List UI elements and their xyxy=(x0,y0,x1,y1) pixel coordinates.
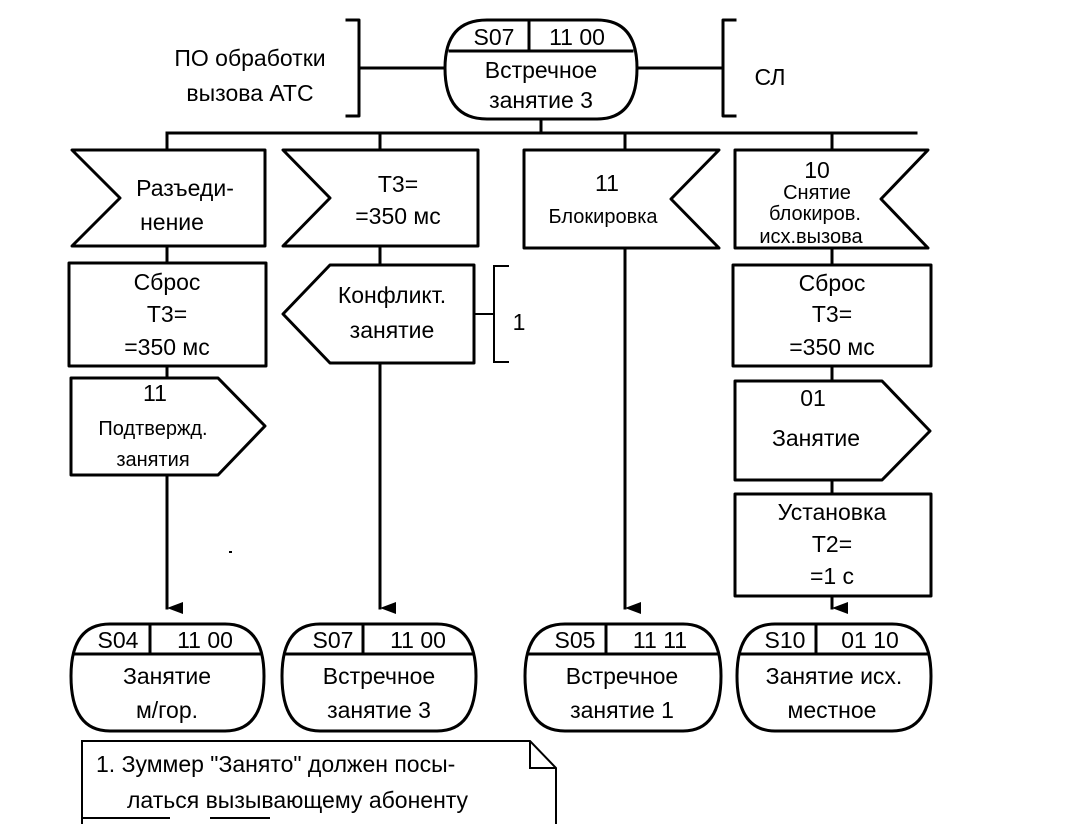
task-reset-t3-2-line-3: =350 мс xyxy=(789,334,875,360)
task-set-t2-line-3: =1 с xyxy=(810,563,854,589)
state-s04[interactable]: S04 11 00 Занятие м/гор. xyxy=(69,622,266,733)
input-unblock-line-1: 10 xyxy=(804,157,830,183)
state-s05-id: S05 xyxy=(555,627,596,653)
input-blocking-line-1: 11 xyxy=(595,170,619,196)
state-s05-code: 11 11 xyxy=(633,627,687,653)
input-timer-line-1: Т3= xyxy=(378,171,418,197)
output-confirm-line-1: 11 xyxy=(143,380,167,406)
branch-3: 11 Блокировка S05 11 11 Встречное заняти… xyxy=(522,148,723,733)
input-disconnect-line-1: Разъеди- xyxy=(136,175,234,201)
branch-bus xyxy=(165,117,918,152)
state-s04-id: S04 xyxy=(98,627,139,653)
input-timer-line-2: =350 мс xyxy=(355,203,441,229)
task-reset-t3-2-line-1: Сброс xyxy=(799,270,866,296)
comment-ref-number: 1 xyxy=(513,309,526,335)
left-process-label-2: вызова АТС xyxy=(186,80,313,106)
state-s04-name-2: м/гор. xyxy=(136,697,198,723)
input-unblock-line-3: блокиров. xyxy=(769,203,861,225)
state-s04-name-1: Занятие xyxy=(123,663,211,689)
output-conflict-seizure[interactable]: Конфликт. занятие xyxy=(281,263,476,365)
output-seizure[interactable]: 01 Занятие xyxy=(733,379,932,482)
state-top-code: 11 00 xyxy=(549,24,605,50)
state-s10-id: S10 xyxy=(765,627,806,653)
input-blocking-line-2: Блокировка xyxy=(548,206,658,228)
task-reset-t3-1-line-3: =350 мс xyxy=(124,334,210,360)
task-set-t2-line-1: Установка xyxy=(778,499,887,525)
state-s10-name-2: местное xyxy=(788,697,877,723)
input-disconnect-line-2: нение xyxy=(140,209,204,235)
input-unblock[interactable]: 10 Снятие блокиров. исх.вызова xyxy=(733,148,930,250)
branch-2: Т3= =350 мс Конфликт. занятие 1 S07 11 0… xyxy=(280,148,526,733)
comment-ref-bracket: 1 xyxy=(474,265,526,363)
output-conflict-line-2: занятие xyxy=(350,317,435,343)
output-confirm-line-3: занятия xyxy=(116,449,189,471)
scan-speck xyxy=(229,551,232,553)
comment-note-line-2: латься вызывающему абоненту xyxy=(127,787,469,813)
output-conflict-line-1: Конфликт. xyxy=(338,282,446,308)
state-s04-code: 11 00 xyxy=(177,627,233,653)
comment-note: 1. Зуммер "Занято" должен посы- латься в… xyxy=(81,740,557,824)
state-s07b-name-1: Встречное xyxy=(323,663,435,689)
input-unblock-line-2: Снятие xyxy=(783,182,851,204)
state-top-name-2: занятие 3 xyxy=(489,87,593,113)
right-process-bracket: СЛ xyxy=(635,18,786,118)
task-set-t2[interactable]: Установка Т2= =1 с xyxy=(733,492,933,598)
input-unblock-line-4: исх.вызова xyxy=(759,226,863,248)
branch-4: 10 Снятие блокиров. исх.вызова Сброс Т3=… xyxy=(731,148,933,733)
state-s07b-code: 11 00 xyxy=(390,627,446,653)
state-top[interactable]: S07 11 00 Встречное занятие 3 xyxy=(443,18,639,121)
state-top-id: S07 xyxy=(474,24,515,50)
output-seizure-line-2: Занятие xyxy=(772,425,860,451)
comment-note-line-1: 1. Зуммер "Занято" должен посы- xyxy=(96,751,455,777)
state-s05-name-1: Встречное xyxy=(566,663,678,689)
input-disconnect[interactable]: Разъеди- нение xyxy=(70,148,267,248)
branch-1: Разъеди- нение Сброс Т3= =350 мс 11 Подт… xyxy=(67,148,268,733)
task-reset-t3-1-line-2: Т3= xyxy=(147,301,187,327)
left-process-label-1: ПО обработки xyxy=(174,45,325,71)
output-confirm-line-2: Подтвержд. xyxy=(98,418,207,440)
output-confirm-seizure[interactable]: 11 Подтвержд. занятия xyxy=(69,376,267,477)
state-s05[interactable]: S05 11 11 Встречное занятие 1 xyxy=(523,622,723,733)
state-s05-name-2: занятие 1 xyxy=(570,697,674,723)
state-s07b-name-2: занятие 3 xyxy=(327,697,431,723)
task-reset-t3-1-line-1: Сброс xyxy=(134,269,201,295)
state-s10[interactable]: S10 01 10 Занятие исх. местное xyxy=(735,622,933,733)
left-process-bracket: ПО обработки вызова АТС xyxy=(174,18,449,118)
task-reset-t3-1[interactable]: Сброс Т3= =350 мс xyxy=(67,261,268,368)
task-set-t2-line-2: Т2= xyxy=(812,531,852,557)
state-s07-bottom[interactable]: S07 11 00 Встречное занятие 3 xyxy=(280,622,478,733)
output-seizure-line-1: 01 xyxy=(800,385,826,411)
state-top-name-1: Встречное xyxy=(485,57,597,83)
state-s10-name-1: Занятие исх. xyxy=(766,663,903,689)
state-s10-code: 01 10 xyxy=(841,627,899,653)
input-timer-t3[interactable]: Т3= =350 мс xyxy=(281,148,480,248)
input-blocking[interactable]: 11 Блокировка xyxy=(522,148,721,250)
right-process-label: СЛ xyxy=(755,64,786,90)
task-reset-t3-2-line-2: Т3= xyxy=(812,301,852,327)
state-s07b-id: S07 xyxy=(313,627,354,653)
task-reset-t3-2[interactable]: Сброс Т3= =350 мс xyxy=(731,263,933,368)
